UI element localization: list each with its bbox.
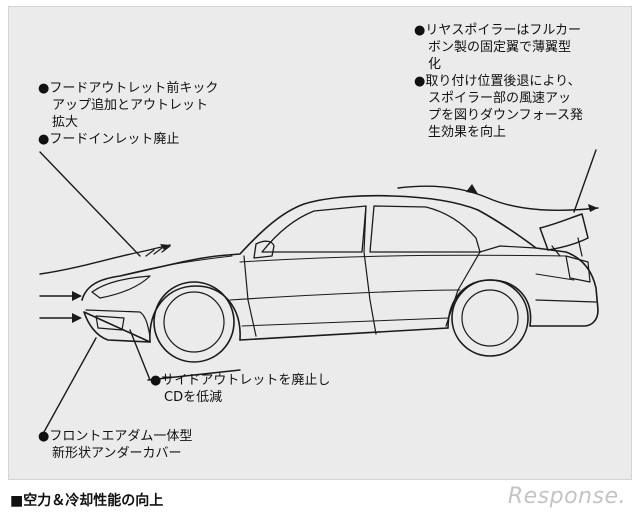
taillight <box>565 255 591 283</box>
airflow-arrowhead-upper <box>72 291 82 301</box>
headlight <box>91 275 151 299</box>
note-spoiler-line-3: 化 <box>428 57 442 72</box>
front-air-dam <box>95 315 125 331</box>
front-wheel <box>153 281 235 363</box>
note-hood: ●フードアウトレット前キック アップ追加とアウトレット 拡大 ●フードインレット… <box>38 80 218 148</box>
note-side: ●サイドアウトレットを廃止し CDを低減 <box>150 372 330 406</box>
note-spoiler-line-4: ●取り付け位置後退により、 <box>414 74 581 89</box>
figure-caption: ■空力＆冷却性能の向上 <box>10 493 164 509</box>
airflow-hood-line <box>39 244 171 275</box>
note-hood-line-3: 拡大 <box>52 115 79 130</box>
note-front-line-2: 新形状アンダーカバー <box>52 446 182 461</box>
response-watermark: Response. <box>507 484 626 509</box>
car-body-outline <box>81 194 599 343</box>
note-hood-line-1: ●フードアウトレット前キック <box>38 81 219 96</box>
front-wheel-rim <box>163 291 225 353</box>
note-hood-line-4: ●フードインレット廃止 <box>38 132 180 147</box>
airflow-arrowhead-roof <box>588 204 598 212</box>
shoulder-line <box>239 254 567 263</box>
airflow-arrowhead-lower <box>72 313 82 323</box>
note-spoiler-line-2: ボン製の固定翼で薄翼型 <box>428 40 572 55</box>
side-pointer-line <box>129 329 241 381</box>
rear-bumper <box>535 299 597 303</box>
note-side-line-1: ●サイドアウトレットを廃止し <box>150 373 331 388</box>
rear-wheel-rim <box>461 289 519 347</box>
note-spoiler: ●リヤスポイラーはフルカー ボン製の固定翼で薄翼型 化 ●取り付け位置後退により… <box>414 22 583 141</box>
door-line-front <box>243 255 257 337</box>
rear-spoiler <box>539 213 589 251</box>
airflow-arrowhead-spoiler <box>466 184 478 194</box>
hood-pointer-line <box>39 151 141 257</box>
front-pointer-line <box>43 337 97 433</box>
door-line-mid <box>363 205 377 335</box>
rear-fender-line <box>535 273 575 281</box>
note-spoiler-line-6: プを図りダウンフォース発 <box>428 108 583 123</box>
hood-vents <box>145 245 171 257</box>
side-mirror <box>253 240 275 259</box>
airflow-arrowhead-hood <box>160 244 170 250</box>
side-character-line <box>229 289 461 301</box>
rocker-line <box>241 317 449 327</box>
rear-window <box>369 205 481 253</box>
front-bumper <box>85 309 151 337</box>
airflow-roof-line <box>397 185 599 211</box>
note-front: ●フロントエアダム一体型 新形状アンダーカバー <box>38 428 192 462</box>
rear-wheel <box>451 279 529 357</box>
note-spoiler-line-1: ●リヤスポイラーはフルカー <box>414 23 581 38</box>
front-window <box>261 205 367 253</box>
spoiler-pointer-line <box>573 149 597 213</box>
c-pillar-line <box>479 245 537 253</box>
note-front-line-1: ●フロントエアダム一体型 <box>38 429 193 444</box>
note-spoiler-line-5: スポイラー部の風速アッ <box>428 91 572 106</box>
note-side-line-2: CDを低減 <box>164 390 223 405</box>
front-wheel-arch <box>149 285 241 343</box>
spoiler-stay <box>551 237 583 257</box>
note-hood-line-2: アップ追加とアウトレット <box>52 98 209 113</box>
note-spoiler-line-7: 生効果を向上 <box>428 125 507 140</box>
hood-line <box>119 255 233 277</box>
